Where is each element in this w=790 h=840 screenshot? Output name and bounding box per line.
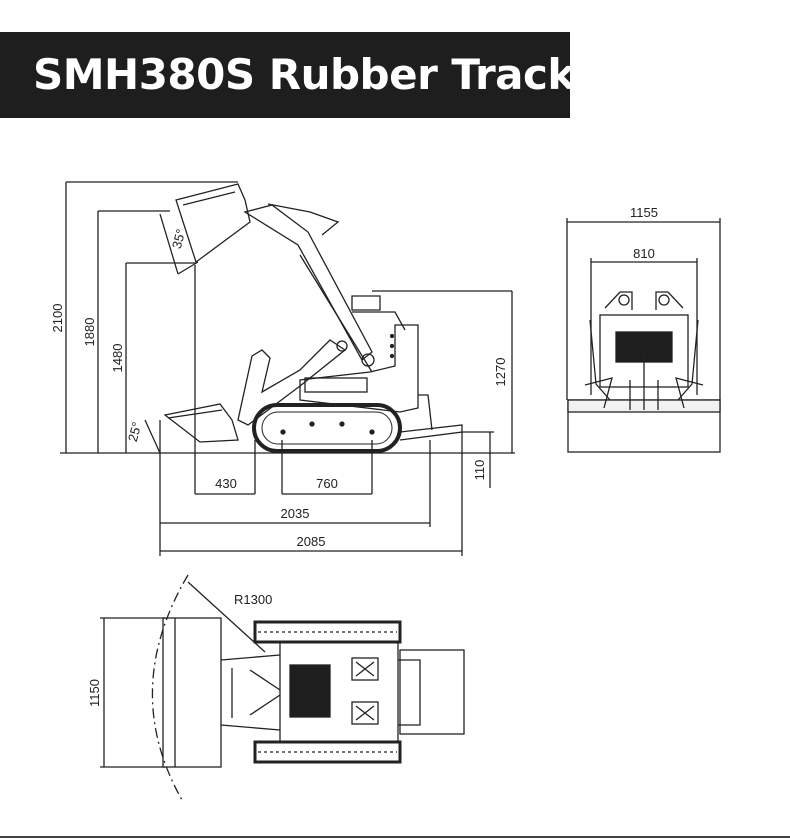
turning-radius-arc <box>151 574 189 801</box>
radius-line <box>187 581 266 653</box>
counterweight <box>304 377 368 393</box>
track-inner <box>261 411 393 445</box>
label-760: 760 <box>316 476 338 491</box>
bottom-rule <box>0 836 790 838</box>
front-view <box>566 218 721 453</box>
label-2100: 2100 <box>50 304 65 333</box>
lowered-boom <box>237 339 347 426</box>
left-control-knob <box>618 294 630 306</box>
top-body <box>279 641 399 743</box>
top-bucket <box>162 617 222 768</box>
label-430: 430 <box>215 476 237 491</box>
engine-cap <box>351 295 381 311</box>
track-roller <box>280 429 286 435</box>
label-2085: 2085 <box>297 534 326 549</box>
label-2035: 2035 <box>281 506 310 521</box>
platform-rail <box>418 394 433 431</box>
control-marks <box>355 661 375 721</box>
label-1480: 1480 <box>110 344 125 373</box>
raised-boom <box>243 204 373 361</box>
angle-line-35 <box>159 213 179 275</box>
track-roller <box>339 421 345 427</box>
track-roller <box>369 429 375 435</box>
lift-cylinder <box>299 254 373 373</box>
label-1880: 1880 <box>82 318 97 347</box>
top-left-control <box>351 657 379 681</box>
top-arms <box>220 654 281 731</box>
lowered-bucket <box>163 403 239 443</box>
label-810: 810 <box>633 246 655 261</box>
label-110: 110 <box>472 460 487 481</box>
label-r1300: R1300 <box>234 592 272 607</box>
top-rear-platform <box>399 649 465 735</box>
front-track-links <box>584 377 704 409</box>
lowered-boom-pivot <box>336 340 348 352</box>
rear-platform <box>399 424 463 441</box>
label-1270: 1270 <box>493 358 508 387</box>
front-left-handle <box>604 291 633 310</box>
label-angle-35: 35° <box>169 227 189 250</box>
track-roller <box>309 421 315 427</box>
hood-line <box>352 311 406 331</box>
top-right-control <box>351 701 379 725</box>
label-1155: 1155 <box>630 205 658 220</box>
front-cylinders <box>629 350 659 410</box>
angle-line-25 <box>144 419 161 454</box>
raised-bucket-lip <box>182 191 236 206</box>
boom-cylinder <box>267 203 340 236</box>
title-bar: SMH380S Rubber Track <box>0 32 575 118</box>
machine-body <box>299 324 419 413</box>
front-left-arm <box>589 319 611 401</box>
angle-line-35b <box>177 261 199 275</box>
top-engine-cover <box>289 664 331 718</box>
top-platform-rail <box>398 659 421 726</box>
right-control-knob <box>658 294 670 306</box>
front-right-arm <box>677 319 699 401</box>
side-view <box>60 181 515 556</box>
page-title: SMH380S Rubber Track <box>33 50 575 99</box>
lowered-bucket-lip <box>167 409 223 419</box>
rubber-track <box>252 403 402 453</box>
raised-bucket <box>175 183 251 264</box>
boom-pivot <box>361 353 375 367</box>
front-right-handle <box>655 291 684 310</box>
top-view <box>100 574 465 801</box>
label-1150: 1150 <box>87 679 102 707</box>
label-angle-25: 25° <box>125 420 145 443</box>
